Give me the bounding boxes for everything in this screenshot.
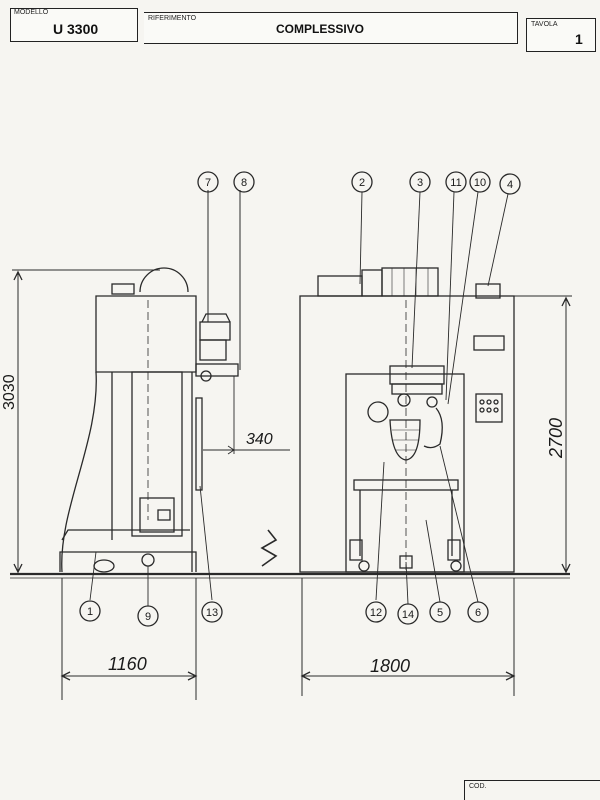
dim-height-right: 2700 [546, 418, 566, 459]
tavola-value: 1 [575, 31, 583, 47]
cod-box: COD. [464, 780, 600, 800]
tavola-box: TAVOLA 1 [526, 18, 596, 52]
modello-label: MODELLO [14, 9, 49, 16]
dim-height-left: 3030 [1, 374, 18, 410]
page-title: COMPLESSIVO [276, 22, 365, 36]
modello-value: U 3300 [53, 21, 99, 37]
riferimento-box: RIFERIMENTO COMPLESSIVO [144, 12, 518, 44]
callout-1: 1 [87, 606, 93, 618]
callout-2: 2 [359, 177, 365, 189]
callout-9: 9 [145, 611, 151, 623]
callout-8: 8 [241, 177, 247, 189]
callout-7: 7 [205, 177, 211, 189]
dim-width-left: 1160 [108, 654, 147, 674]
callout-5: 5 [437, 607, 443, 619]
callout-6: 6 [475, 607, 481, 619]
callout-3: 3 [417, 177, 423, 189]
title-block: MODELLO U 3300 RIFERIMENTO COMPLESSIVO T… [10, 8, 596, 52]
callout-12: 12 [370, 607, 382, 619]
tavola-label: TAVOLA [531, 21, 558, 28]
dim-offset: 340 [246, 431, 273, 448]
dim-width-right: 1800 [370, 656, 410, 676]
callout-11: 11 [450, 177, 461, 189]
callout-14: 14 [402, 609, 414, 621]
callout-4: 4 [507, 179, 513, 191]
cod-label: COD. [469, 783, 487, 790]
riferimento-label: RIFERIMENTO [148, 15, 197, 22]
callout-10: 10 [474, 177, 486, 189]
modello-box: MODELLO U 3300 [10, 8, 138, 42]
callout-13: 13 [206, 607, 218, 619]
